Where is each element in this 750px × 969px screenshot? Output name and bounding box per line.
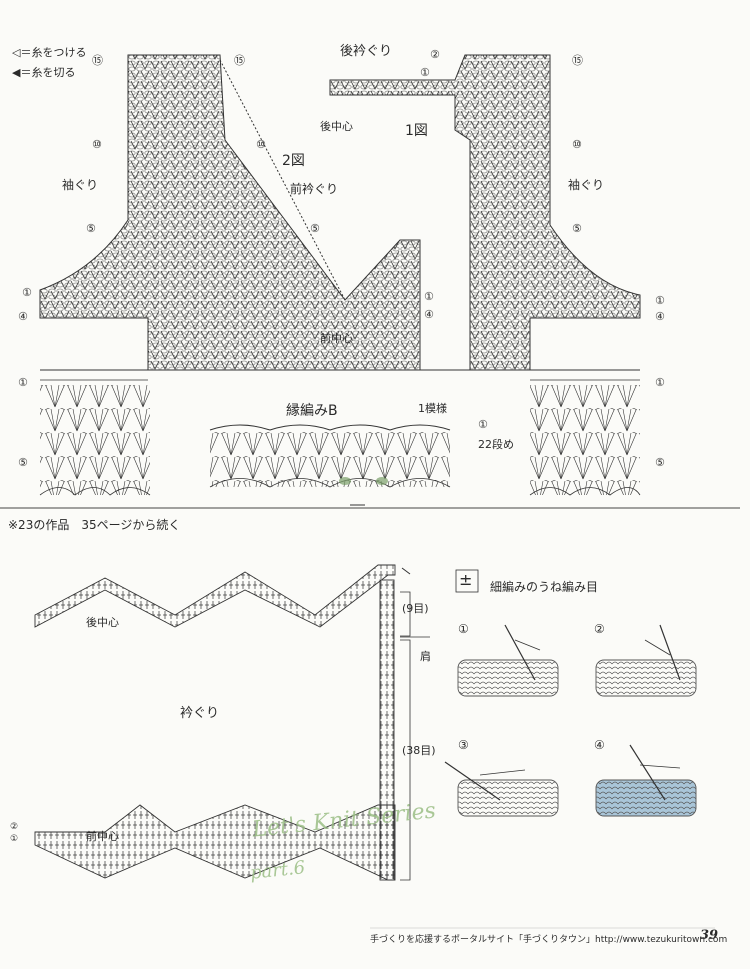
row-marker-15-left: ⑮ — [92, 54, 103, 67]
row-marker-15-right: ⑮ — [572, 54, 583, 67]
legend-attach-yarn: ◁＝糸をつける — [12, 46, 87, 59]
stitch-step-1: ① — [458, 622, 469, 636]
armhole-right-label: 袖ぐり — [568, 178, 605, 192]
back-center-bottom-label: 後中心 — [86, 616, 119, 629]
row-marker-4-right: ④ — [655, 310, 665, 323]
one-pattern-label: 1模様 — [418, 402, 447, 415]
row-marker-5-hem-left: ⑤ — [18, 456, 28, 469]
row-marker-10-right: ⑩ — [572, 138, 582, 151]
neckline-label: 衿ぐり — [180, 706, 220, 721]
row-marker-1-bottom: ① — [10, 834, 19, 844]
row-marker-15-mid: ⑮ — [234, 54, 245, 67]
stitch-step-4: ④ — [594, 738, 605, 752]
front-center-bottom-label: 前中心 — [86, 830, 119, 843]
row-marker-1-mid: ① — [424, 290, 434, 303]
stitch-count-38: (38目) — [402, 744, 436, 757]
back-center-label: 後中心 — [320, 120, 353, 133]
edging-b-chart — [209, 424, 451, 506]
front-center-label: 前中心 — [320, 332, 353, 345]
row-marker-5-hem-right: ⑤ — [655, 456, 665, 469]
row-marker-1-right: ① — [655, 294, 665, 307]
front-neckline-label: 前衿ぐり — [290, 182, 339, 196]
row-marker-5-mid: ⑤ — [310, 222, 320, 235]
fig1-label: 1図 — [405, 123, 428, 139]
neckline-zigzag-chart — [34, 564, 430, 881]
row-marker-10-mid: ⑩ — [256, 138, 266, 151]
row-marker-1-hem-left: ① — [18, 376, 28, 389]
stitch-count-9: (9目) — [402, 602, 429, 615]
stitch-step-3: ③ — [458, 738, 469, 752]
stitch-guide-title: 細編みのうね編み目 — [490, 580, 599, 594]
page-number: 39 — [700, 928, 719, 943]
row-marker-1-edging: ① — [478, 418, 488, 431]
row-marker-2-top: ② — [430, 48, 440, 61]
row-marker-10-left: ⑩ — [92, 138, 102, 151]
row-marker-2-bottom: ② — [10, 822, 19, 832]
row-marker-5-right: ⑤ — [572, 222, 582, 235]
fig2-panel — [39, 54, 421, 371]
stitch-step-2: ② — [594, 622, 605, 636]
footer-portal-text: 手づくりを応援するポータルサイト「手づくりタウン」http://www.tezu… — [370, 935, 728, 945]
rows-22-label: 22段め — [478, 438, 514, 451]
continued-note: ※23の作品 35ページから続く — [8, 518, 181, 532]
stitch-guide-illustrations — [444, 569, 697, 817]
shoulder-label: 肩 — [420, 650, 431, 663]
back-neckline-label: 後衿ぐり — [340, 44, 393, 59]
armhole-left-label: 袖ぐり — [62, 178, 99, 192]
stitch-symbol: ± — [459, 570, 473, 589]
row-marker-1-top: ① — [420, 66, 430, 79]
hem-fans — [39, 385, 641, 496]
edging-b-title: 縁編みB — [286, 403, 338, 419]
row-marker-4-mid: ④ — [424, 308, 434, 321]
fig1-panel — [329, 54, 641, 371]
row-marker-5-left: ⑤ — [86, 222, 96, 235]
row-marker-1-left: ① — [22, 286, 32, 299]
row-marker-1-hem-right: ① — [655, 376, 665, 389]
row-marker-4-left: ④ — [18, 310, 28, 323]
legend-cut-yarn: ◀＝糸を切る — [12, 66, 76, 79]
fig2-label: 2図 — [282, 153, 305, 169]
